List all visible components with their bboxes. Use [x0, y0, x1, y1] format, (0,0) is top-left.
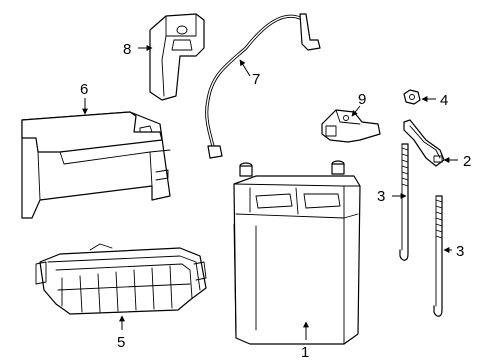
callout-5: 5 [117, 334, 125, 351]
leader-lines [82, 45, 458, 340]
callout-8: 8 [123, 41, 131, 58]
battery-cover-part [21, 111, 171, 219]
hex-nut-part [403, 89, 421, 105]
mounting-bracket-part [149, 13, 205, 101]
callout-6: 6 [80, 81, 88, 98]
battery-cable-part [205, 13, 321, 159]
hold-down-rod-left-part [399, 143, 409, 261]
callout-4: 4 [440, 92, 448, 109]
hold-down-rod-right-part [433, 195, 443, 317]
battery-tray-part [35, 243, 207, 315]
callout-7: 7 [252, 71, 260, 88]
callout-9: 9 [358, 91, 366, 108]
current-sensor-part [321, 109, 381, 143]
callout-2: 2 [463, 153, 471, 170]
callout-1: 1 [301, 344, 309, 360]
callout-3-right: 3 [456, 243, 464, 260]
battery-part [233, 160, 361, 345]
callout-3-left: 3 [377, 188, 385, 205]
hold-down-clamp-part [403, 119, 445, 167]
